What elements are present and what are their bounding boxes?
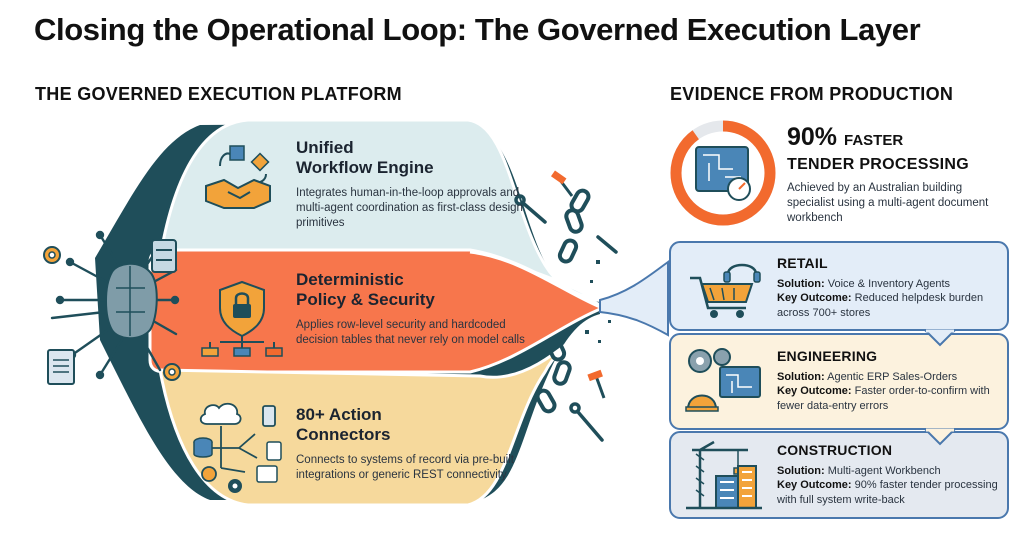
case-outcome: Key Outcome: Faster order-to-confirm wit… <box>777 385 990 412</box>
pillar-title: 80+ Action Connectors <box>296 405 391 444</box>
case-name: RETAIL <box>777 255 828 271</box>
funnel-to-cases-connector <box>599 260 669 337</box>
case-outcome: Key Outcome: Reduced helpdesk burden acr… <box>777 292 984 319</box>
gear-small-icon <box>163 363 181 381</box>
case-name: CONSTRUCTION <box>777 442 893 458</box>
stat-suffix: FASTER <box>844 132 904 149</box>
card-retail <box>669 241 1009 331</box>
shield-lock-icon <box>201 280 283 357</box>
fragments <box>585 260 611 343</box>
hammer-icon <box>550 170 606 399</box>
pillar-policy-security: Deterministic Policy & Security Applies … <box>296 270 526 348</box>
server-icon <box>151 239 177 273</box>
case-engineering: ENGINEERING Solution: Agentic ERP Sales-… <box>777 349 1007 413</box>
wrench-icon <box>514 194 618 442</box>
case-solution: Solution: Voice & Inventory Agents <box>777 277 951 290</box>
stat-block: 90% FASTER TENDER PROCESSING Achieved by… <box>787 123 1012 226</box>
case-retail: RETAIL Solution: Voice & Inventory Agent… <box>777 256 1007 320</box>
stat-ring-gauge <box>670 120 776 226</box>
connectors-icon <box>193 402 282 493</box>
pillar-title: Deterministic Policy & Security <box>296 270 435 309</box>
page-title: Closing the Operational Loop: The Govern… <box>34 12 921 47</box>
pillar-description: Applies row-level security and hardcoded… <box>296 319 525 346</box>
pillar-title: Unified Workflow Engine <box>296 138 434 177</box>
case-solution: Solution: Agentic ERP Sales-Orders <box>777 370 958 383</box>
document-icon <box>47 349 75 385</box>
stat-subtitle: TENDER PROCESSING <box>787 156 970 173</box>
stat-description: Achieved by an Australian building speci… <box>787 182 989 224</box>
case-solution: Solution: Multi-agent Workbench <box>777 464 941 477</box>
case-construction: CONSTRUCTION Solution: Multi-agent Workb… <box>777 443 1007 507</box>
pillar-description: Integrates human-in-the-loop approvals a… <box>296 187 523 229</box>
pillar-description: Connects to systems of record via pre-bu… <box>296 454 514 481</box>
handshake-workflow-icon <box>205 145 271 209</box>
brain-shape <box>105 262 158 340</box>
gear-icon <box>43 246 61 264</box>
evidence-section-header: EVIDENCE FROM PRODUCTION <box>670 84 954 104</box>
card-engineering <box>669 333 1009 430</box>
case-name: ENGINEERING <box>777 348 878 364</box>
crane-building-icon <box>686 440 762 510</box>
pillar-action-connectors: 80+ Action Connectors Connects to system… <box>296 405 526 483</box>
pillar-workflow-engine: Unified Workflow Engine Integrates human… <box>296 138 526 231</box>
gears-blueprint-icon <box>685 348 761 412</box>
platform-section-header: THE GOVERNED EXECUTION PLATFORM <box>35 84 402 104</box>
shopping-cart-headset-icon <box>690 263 761 318</box>
case-outcome: Key Outcome: 90% faster tender processin… <box>777 479 998 506</box>
stat-value: 90% <box>787 123 838 151</box>
broken-chain-icon <box>535 188 591 414</box>
stat-headline: 90% FASTER <box>787 123 1012 155</box>
